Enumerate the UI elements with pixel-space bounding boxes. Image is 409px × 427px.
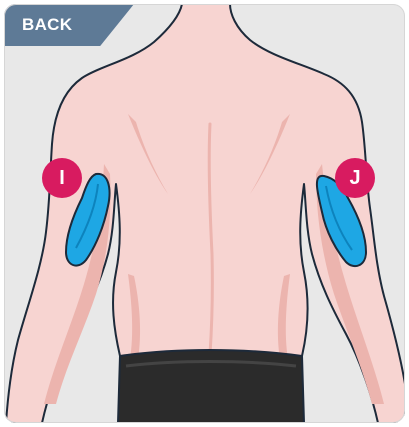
marker-i: I [42,158,82,198]
back-view-panel: BACK I J [4,4,405,423]
body-back-illustration [4,4,405,423]
marker-j-label: J [349,167,360,189]
view-label-text: BACK [22,15,72,34]
marker-i-label: I [59,167,65,189]
marker-j: J [335,158,375,198]
